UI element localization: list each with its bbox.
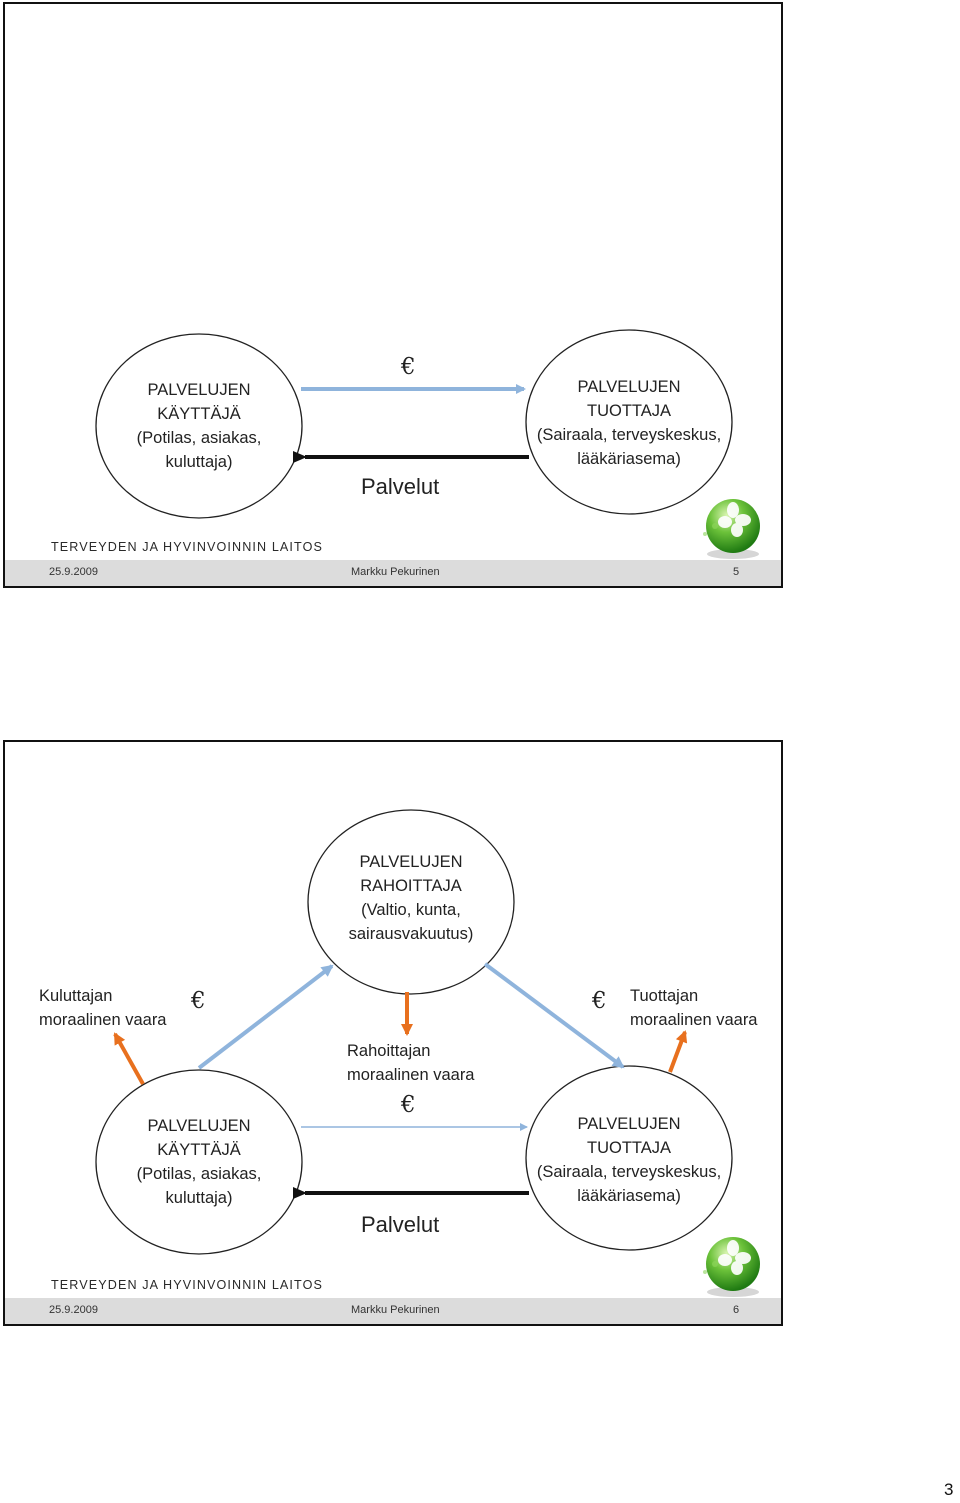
producer-node-line: lääkäriasema)	[577, 1187, 681, 1205]
user-node-line: KÄYTTÄJÄ	[157, 1141, 241, 1159]
funder-node-line: RAHOITTAJA	[360, 877, 462, 895]
user-node-line: (Potilas, asiakas,	[136, 429, 262, 447]
user-node-line: (Potilas, asiakas,	[136, 1165, 262, 1183]
user-node-line: PALVELUJEN	[147, 1117, 251, 1135]
page-number: 3	[944, 1480, 954, 1499]
producer-node-line: (Sairaala, terveyskeskus,	[536, 1163, 722, 1181]
slide-6: PALVELUJEN RAHOITTAJA (Valtio, kunta, sa…	[3, 740, 783, 1326]
footer-date: 25.9.2009	[49, 1304, 98, 1316]
funder-hazard-line: moraalinen vaara	[347, 1066, 475, 1084]
producer-node-line: lääkäriasema)	[577, 450, 681, 468]
euro-symbol: €	[191, 988, 206, 1014]
producer-hazard-line: moraalinen vaara	[630, 1011, 758, 1029]
user-node-line: KÄYTTÄJÄ	[157, 405, 241, 423]
user-node-line: kuluttaja)	[165, 1189, 233, 1207]
funder-node-line: (Valtio, kunta,	[361, 901, 461, 919]
organization-name: TERVEYDEN JA HYVINVOINNIN LAITOS	[51, 540, 323, 554]
producer-node-line: PALVELUJEN	[577, 1115, 681, 1133]
euro-symbol: €	[592, 988, 607, 1014]
footer-slide-number: 6	[733, 1304, 740, 1316]
green-sphere-clover-icon	[703, 1237, 760, 1297]
footer-date: 25.9.2009	[49, 566, 98, 578]
services-label: Palvelut	[361, 474, 440, 499]
producer-hazard-label: Tuottajan moraalinen vaara	[630, 984, 758, 1032]
producer-node-circle	[525, 329, 733, 515]
producer-node: PALVELUJEN TUOTTAJA (Sairaala, terveyske…	[529, 1112, 729, 1208]
funding-to-funder-arrow	[197, 964, 334, 1070]
consumer-hazard-line: Kuluttajan	[39, 987, 113, 1005]
slide-6-diagram	[95, 809, 733, 1255]
user-node-line: kuluttaja)	[165, 453, 233, 471]
funder-node-line: PALVELUJEN	[359, 853, 463, 871]
footer-bar: 25.9.2009 Markku Pekurinen 5	[5, 560, 781, 586]
consumer-hazard-line: moraalinen vaara	[39, 1011, 167, 1029]
user-node: PALVELUJEN KÄYTTÄJÄ (Potilas, asiakas, k…	[119, 1114, 279, 1210]
euro-symbol: €	[401, 354, 416, 380]
producer-node-line: PALVELUJEN	[577, 378, 681, 396]
producer-hazard-line: Tuottajan	[630, 987, 699, 1005]
footer-author: Markku Pekurinen	[351, 1304, 440, 1316]
funder-node-circle	[307, 809, 515, 995]
slide-5: PALVELUJEN KÄYTTÄJÄ (Potilas, asiakas, k…	[3, 2, 783, 588]
user-node-circle	[95, 1069, 303, 1255]
organization-name: TERVEYDEN JA HYVINVOINNIN LAITOS	[51, 1278, 323, 1292]
producer-node-line: TUOTTAJA	[586, 402, 672, 420]
producer-node-circle	[525, 1065, 733, 1251]
producer-node-line: (Sairaala, terveyskeskus,	[536, 426, 722, 444]
footer-author: Markku Pekurinen	[351, 566, 440, 578]
footer-slide-number: 5	[733, 566, 740, 578]
footer-bar: 25.9.2009 Markku Pekurinen 6	[5, 1298, 781, 1324]
producer-node-line: TUOTTAJA	[586, 1139, 672, 1157]
consumer-hazard-arrow	[113, 1032, 145, 1085]
services-label: Palvelut	[361, 1212, 440, 1237]
user-node-line: PALVELUJEN	[147, 381, 251, 399]
funding-to-producer-arrow	[483, 962, 625, 1069]
funder-hazard-label: Rahoittajan moraalinen vaara	[347, 1039, 475, 1087]
user-node-circle	[95, 333, 303, 519]
funder-node-line: sairausvakuutus)	[348, 925, 474, 943]
producer-hazard-arrow	[668, 1030, 688, 1073]
green-sphere-clover-icon	[703, 499, 760, 559]
slide-5-diagram	[95, 329, 733, 519]
funder-node: PALVELUJEN RAHOITTAJA (Valtio, kunta, sa…	[331, 850, 491, 946]
producer-node: PALVELUJEN TUOTTAJA (Sairaala, terveyske…	[529, 375, 729, 471]
user-node: PALVELUJEN KÄYTTÄJÄ (Potilas, asiakas, k…	[119, 378, 279, 474]
consumer-hazard-label: Kuluttajan moraalinen vaara	[39, 984, 167, 1032]
funder-hazard-line: Rahoittajan	[347, 1042, 431, 1060]
euro-symbol: €	[401, 1092, 416, 1118]
